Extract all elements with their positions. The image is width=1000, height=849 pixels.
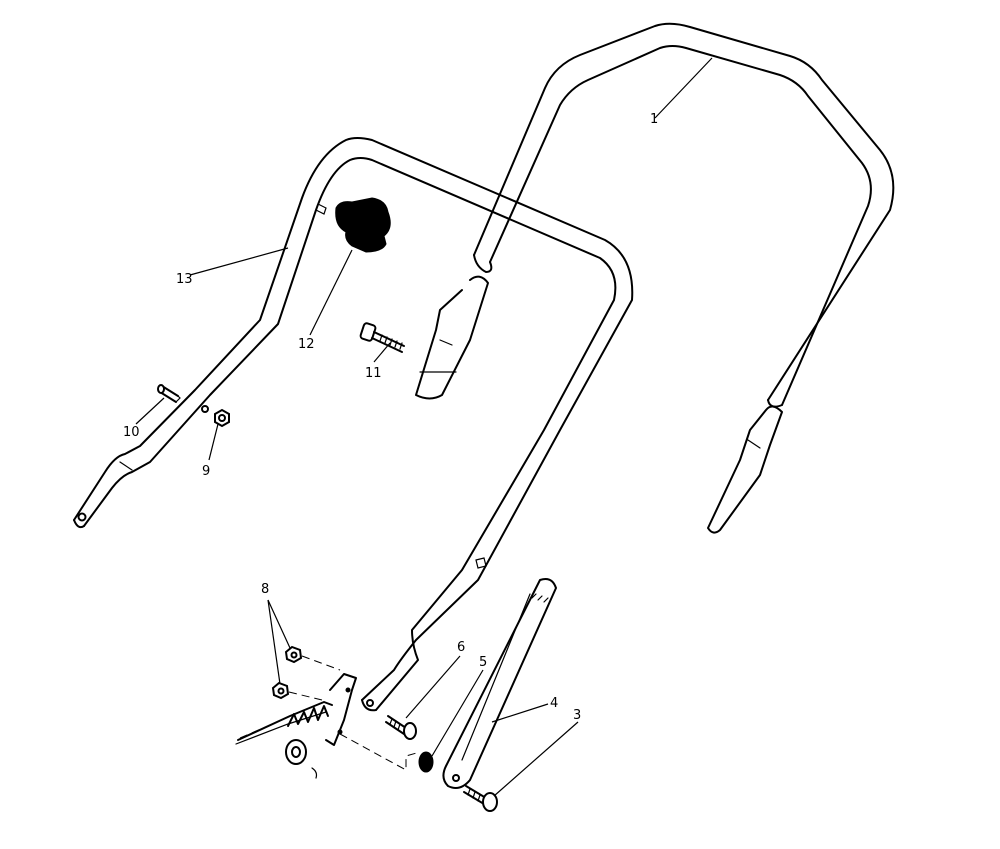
callout-labels: 1 3 4 5 6 8 9 10 11 12 13	[123, 112, 658, 723]
callout-3: 3	[573, 708, 581, 723]
callout-10: 10	[123, 425, 140, 440]
callout-6: 6	[457, 640, 465, 655]
bolt-11	[359, 322, 405, 353]
spacer-5	[339, 733, 434, 773]
callout-9: 9	[202, 464, 210, 479]
lower-handle	[73, 137, 634, 712]
callout-5: 5	[479, 655, 487, 670]
deck-bracket	[235, 673, 357, 779]
callout-8: 8	[261, 582, 269, 597]
nut-9	[214, 408, 230, 428]
callout-11: 11	[365, 366, 382, 381]
upper-handle	[415, 22, 895, 534]
callout-12: 12	[298, 337, 315, 352]
knob	[335, 197, 391, 253]
callout-4: 4	[550, 696, 558, 711]
bolt-3	[463, 785, 498, 812]
callout-1: 1	[650, 112, 658, 127]
pin-10	[157, 384, 181, 403]
nuts-8	[271, 645, 341, 701]
callout-13: 13	[176, 272, 193, 287]
leader-lines	[135, 57, 713, 797]
link-bar	[442, 578, 557, 789]
bolt-6	[385, 715, 417, 740]
